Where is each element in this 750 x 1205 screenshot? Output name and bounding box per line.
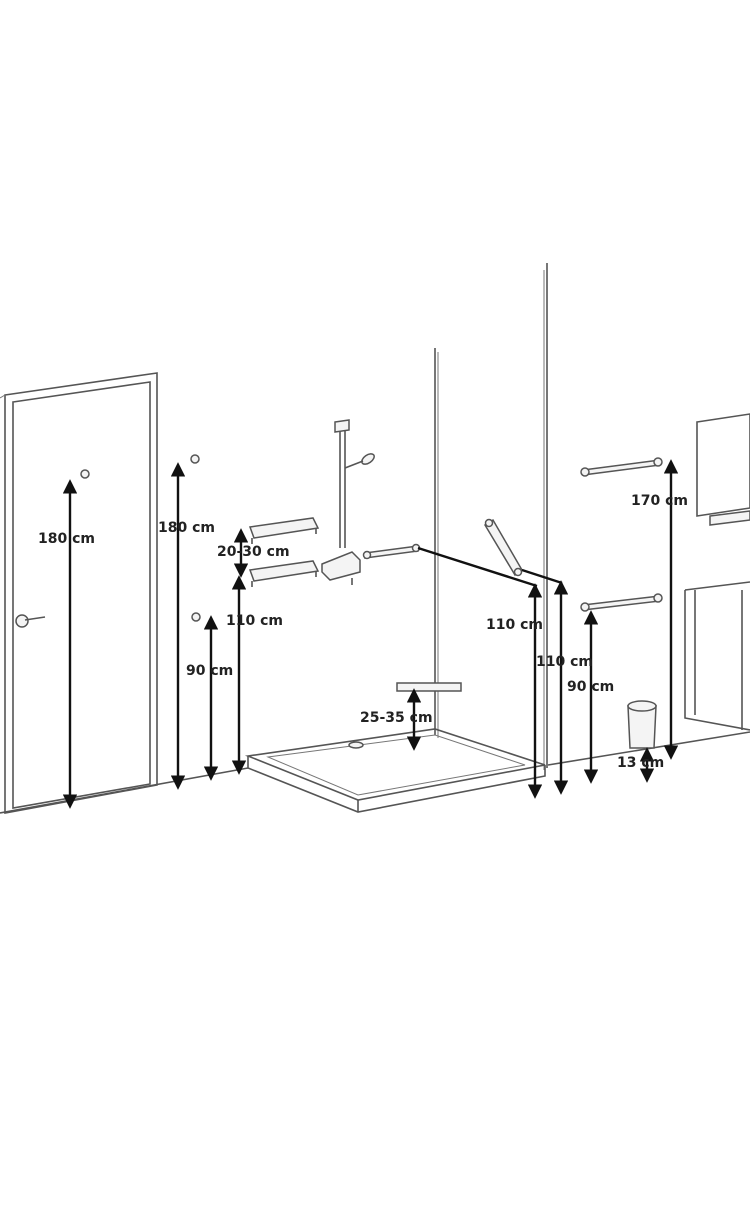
shower-tray <box>244 728 546 813</box>
shelf-lower <box>248 560 320 587</box>
grab-bar-angled <box>483 518 523 577</box>
dim-label-hook-low: 90 cm <box>186 663 233 679</box>
grab-bar-projection <box>417 546 563 588</box>
dim-label-seat: 25-35 cm <box>360 710 433 726</box>
dim-label-shelf-lower: 110 cm <box>226 613 283 629</box>
dim-label-grab-a: 110 cm <box>486 617 543 633</box>
wall-hook-upper <box>190 454 200 464</box>
dim-label-grab-b: 110 cm <box>536 654 593 670</box>
dim-label-towel-low: 90 cm <box>567 679 614 695</box>
shower-glass-panels <box>434 263 548 770</box>
door <box>0 372 158 814</box>
grab-bar-horizontal <box>362 543 421 560</box>
dim-label-bin: 13 cm <box>617 755 664 771</box>
shower-seat <box>396 682 462 692</box>
dimension-arrows <box>62 459 679 809</box>
towel-bar-high <box>580 457 663 477</box>
towel-bar-low <box>580 593 663 612</box>
dim-label-wall-hook: 180 cm <box>158 520 215 536</box>
dim-label-towel-high: 170 cm <box>631 493 688 509</box>
dim-label-shelf-gap: 20-30 cm <box>217 544 290 560</box>
dimension-labels: 180 cm 180 cm 20-30 cm 110 cm 90 cm 25-3… <box>38 493 688 771</box>
door-handle <box>15 614 46 628</box>
vanity-cabinet <box>684 581 750 731</box>
dim-label-door-hook: 180 cm <box>38 531 95 547</box>
shower-mixer-set <box>321 419 375 585</box>
door-hook <box>80 469 90 479</box>
shelf-upper <box>248 517 320 544</box>
wall-hook-lower <box>191 612 201 622</box>
waste-bin <box>627 700 657 749</box>
mirror-shelf <box>709 510 750 526</box>
mirror <box>696 413 750 517</box>
